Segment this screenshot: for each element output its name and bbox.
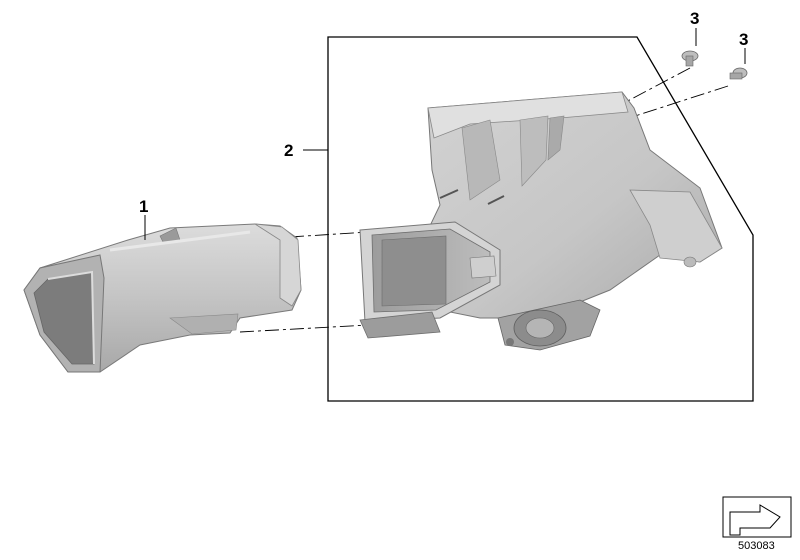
callout-3a: 3 xyxy=(690,9,699,28)
part-3-screw-left xyxy=(681,50,699,67)
part-1-intake-duct xyxy=(23,223,302,373)
assembly-lines xyxy=(239,67,729,333)
part-2-air-housing xyxy=(359,91,723,351)
callout-2: 2 xyxy=(284,141,293,160)
callout-1: 1 xyxy=(139,197,148,216)
assembly-frame xyxy=(327,36,754,402)
callout-3b: 3 xyxy=(739,30,748,49)
arrow-icon xyxy=(729,504,781,536)
part-3-screw-right xyxy=(729,67,748,80)
reference-symbol xyxy=(722,496,792,538)
reference-number: 503083 xyxy=(738,540,775,552)
